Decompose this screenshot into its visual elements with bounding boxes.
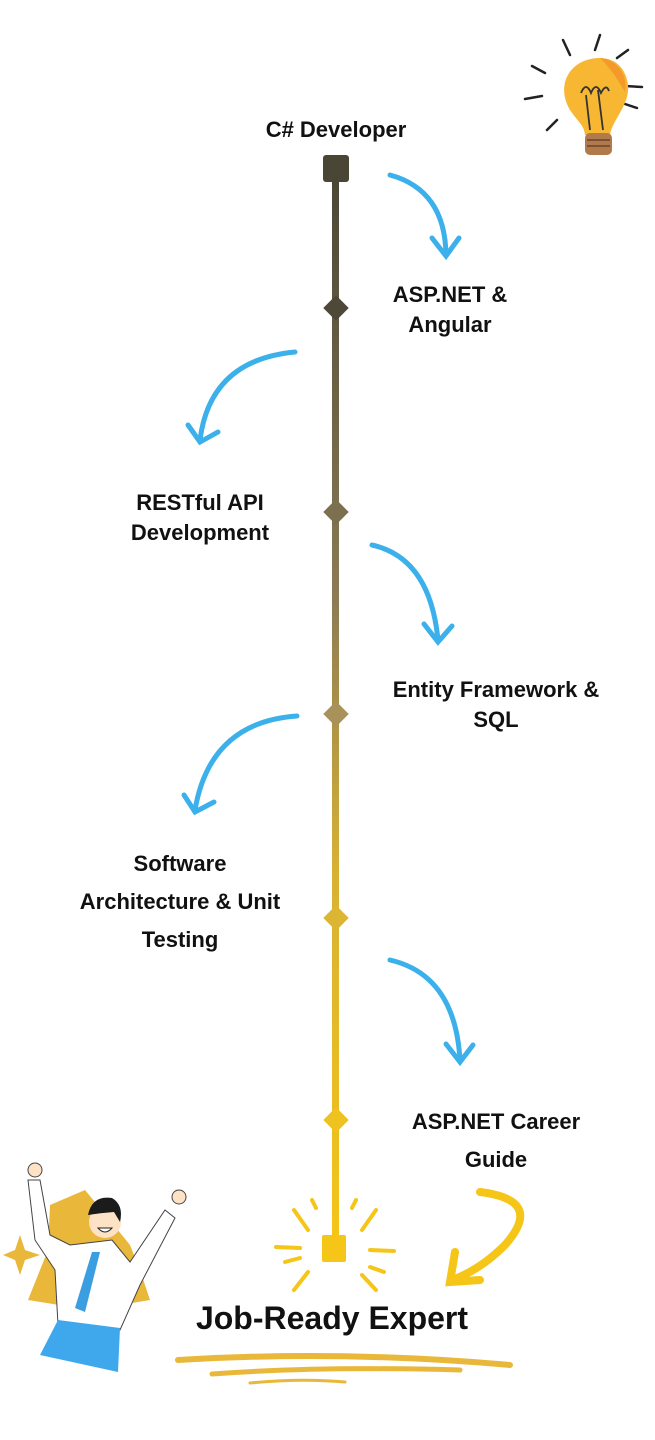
- step-line: Angular: [408, 312, 492, 337]
- step-line: SQL: [473, 707, 519, 732]
- step-label: Software Architecture & Unit Testing: [80, 845, 280, 959]
- arrow-icon: [387, 957, 463, 1063]
- step-line: Architecture & Unit: [79, 889, 281, 914]
- step-node: [323, 1107, 349, 1133]
- step-line: Guide: [464, 1147, 528, 1172]
- step-line: ASP.NET &: [392, 282, 508, 307]
- step-label: RESTful API Development: [131, 488, 269, 548]
- arrow-icon: [369, 542, 441, 643]
- goal-node: [322, 1235, 346, 1262]
- step-label: ASP.NET & Angular: [393, 280, 508, 340]
- step-label: Entity Framework & SQL: [393, 675, 600, 735]
- start-node: [323, 155, 349, 182]
- arrow-icon: [192, 713, 300, 813]
- step-line: RESTful API: [136, 490, 264, 515]
- arrow-head-icon: [429, 235, 462, 261]
- arrow-icon: [387, 172, 449, 258]
- step-line: Development: [130, 520, 270, 545]
- yellow-arrow-icon: [445, 1188, 525, 1287]
- arrow-head-icon: [185, 422, 221, 446]
- step-label: ASP.NET Career Guide: [412, 1103, 580, 1179]
- step-line: Entity Framework &: [392, 677, 600, 702]
- step-line: Testing: [141, 927, 219, 952]
- lightbulb-icon: [523, 33, 644, 155]
- step-node: [323, 295, 349, 321]
- goal-title: Job-Ready Expert: [195, 1300, 469, 1336]
- blue-arrows: [181, 172, 476, 1067]
- arrow-head-icon: [181, 792, 217, 816]
- arrow-head-icon: [421, 621, 455, 646]
- start-label: C# Developer: [265, 117, 407, 142]
- step-line: ASP.NET Career: [411, 1109, 581, 1134]
- step-node: [323, 905, 349, 931]
- arrow-head-icon: [443, 1041, 476, 1067]
- step-node: [323, 499, 349, 525]
- sparkle-burst-icon: [274, 1198, 396, 1292]
- arrow-icon: [197, 349, 298, 443]
- celebrating-person-illustration: [3, 1162, 187, 1372]
- underline-stroke: [175, 1353, 513, 1385]
- step-node: [323, 701, 349, 727]
- step-line: Software: [133, 851, 227, 876]
